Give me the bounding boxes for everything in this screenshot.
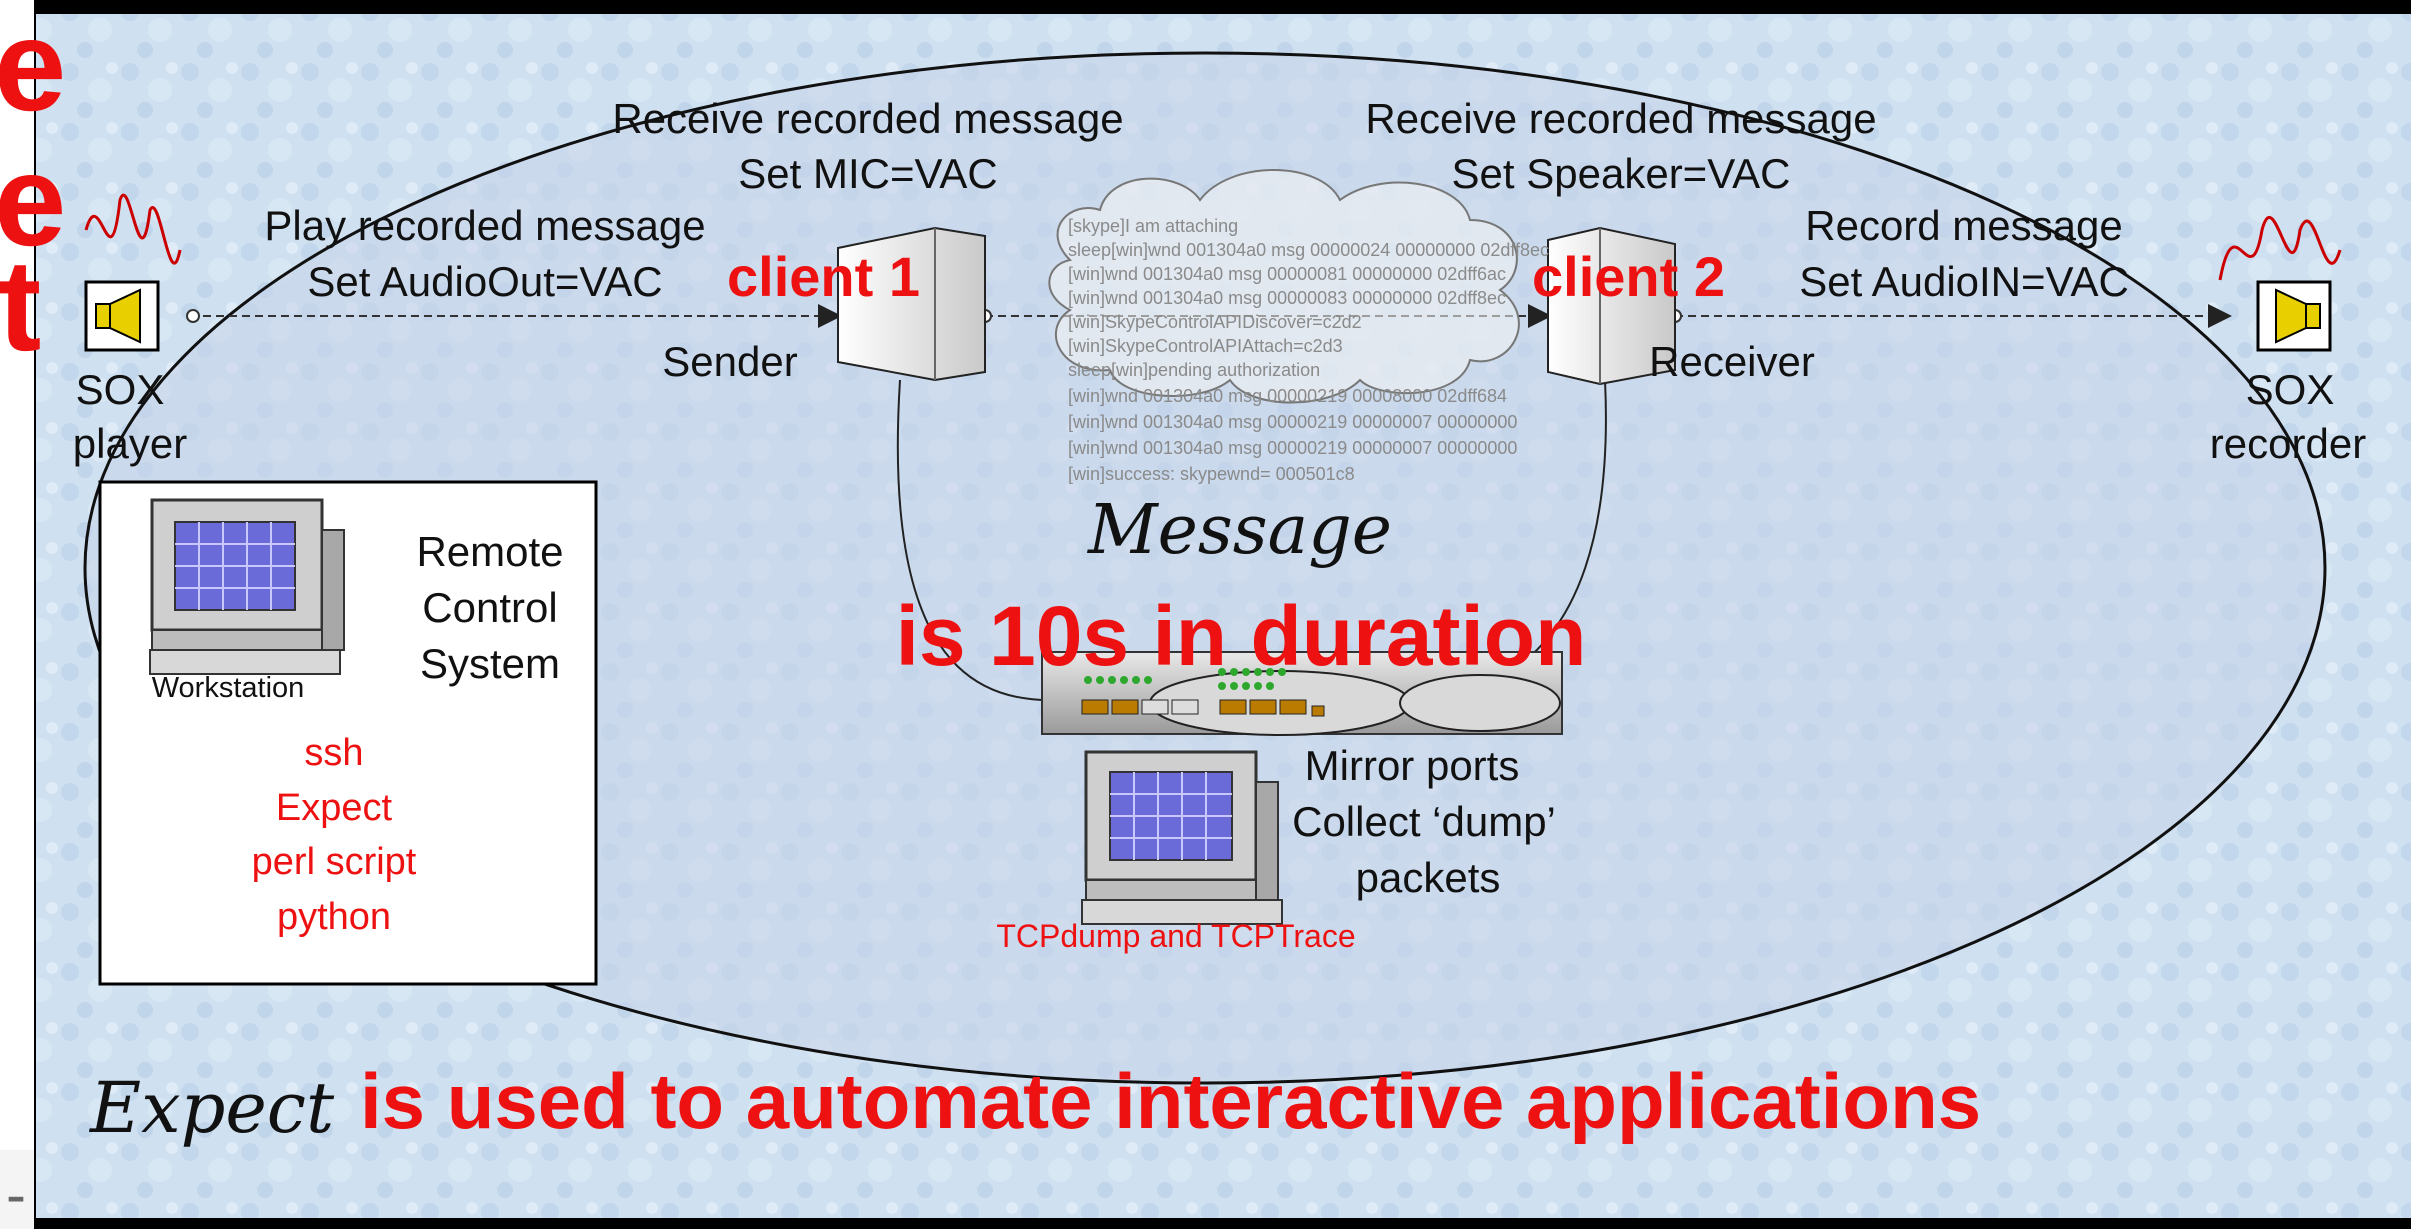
tool-item: python: [277, 896, 391, 938]
sox-recorder-line: recorder: [2210, 420, 2366, 467]
remote-line: System: [420, 640, 560, 687]
mirror-line: Collect ‘dump’: [1292, 798, 1556, 845]
workstation-label: Workstation: [152, 672, 305, 704]
duration-text: is 10s in duration: [896, 589, 1587, 683]
footer-script: Expect: [88, 1067, 335, 1149]
left-edge-panel: [0, 0, 34, 1229]
sox-player-line: SOX: [76, 366, 165, 413]
client-box-icon: [1547, 226, 1676, 386]
sox-recorder-line: SOX: [2246, 366, 2335, 413]
sender-label: Sender: [662, 338, 797, 385]
remote-line: Remote: [416, 528, 563, 575]
flow-start-node: [186, 309, 200, 323]
workstation-icon: [149, 498, 345, 675]
message-word: Message: [1086, 491, 1392, 570]
log-line: [win]wnd 001304a0 msg 00000219 00000007 …: [1068, 438, 1517, 458]
recorder-line: Set AudioIN=VAC: [1799, 258, 2129, 305]
log-line: [win]SkypeControlAPIDiscover=c2d2: [1068, 312, 1362, 332]
client1-label: client 1: [727, 245, 920, 308]
recorder-line: Record message: [1805, 202, 2122, 249]
log-text: [skype]I am attaching sleep[win]wnd 0013…: [1068, 216, 1549, 484]
log-line: [win]wnd 001304a0 msg 00000081 00000000 …: [1068, 264, 1506, 284]
sender-top-line: Set MIC=VAC: [738, 150, 997, 197]
tcpdump-label: TCPdump and TCPTrace: [996, 918, 1355, 954]
log-line: [win]wnd 001304a0 msg 00000219 00000007 …: [1068, 412, 1517, 432]
mirror-line: packets: [1356, 854, 1501, 901]
tool-item: ssh: [304, 732, 363, 774]
speaker-icon: [2218, 215, 2342, 352]
log-line: sleep[win]wnd 001304a0 msg 00000024 0000…: [1068, 240, 1549, 260]
client2-label: client 2: [1532, 245, 1725, 308]
left-edge-letter: e: [0, 0, 66, 138]
tool-item: Expect: [276, 787, 393, 829]
left-edge-letter: t: [0, 232, 41, 378]
footer-text: is used to automate interactive applicat…: [360, 1057, 1981, 1145]
left-edge-letter: e: [0, 127, 66, 273]
network-ellipse: [83, 51, 2327, 1085]
player-line: Set AudioOut=VAC: [307, 258, 662, 305]
cloud-icon: [1048, 169, 1520, 404]
receiver-label: Receiver: [1649, 338, 1815, 385]
workstation-icon: [1081, 750, 1283, 925]
client-box-icon: [837, 226, 986, 382]
receiver-top-line: Receive recorded message: [1365, 95, 1876, 142]
receiver-top-line: Set Speaker=VAC: [1452, 150, 1791, 197]
log-line: sleep[win]pending authorization: [1068, 360, 1320, 380]
speaker-icon: [84, 193, 182, 352]
sox-player-line: player: [73, 420, 187, 467]
sender-top-line: Receive recorded message: [612, 95, 1123, 142]
network-switch-icon: [1041, 651, 1563, 736]
tool-item: perl script: [252, 841, 417, 883]
player-line: Play recorded message: [264, 202, 705, 249]
left-edge-mark: -: [6, 1161, 26, 1228]
log-line: [win]wnd 001304a0 msg 00000219 00008000 …: [1068, 386, 1507, 406]
remote-line: Control: [422, 584, 557, 631]
log-line: [win]SkypeControlAPIAttach=c2d3: [1068, 336, 1343, 356]
left-edge-bottom: [0, 1150, 34, 1229]
mirror-line: Mirror ports: [1305, 742, 1520, 789]
log-line: [skype]I am attaching: [1068, 216, 1238, 236]
log-line: [win]wnd 001304a0 msg 00000083 00000000 …: [1068, 288, 1506, 308]
log-line: [win]success: skypewnd= 000501c8: [1068, 464, 1355, 484]
